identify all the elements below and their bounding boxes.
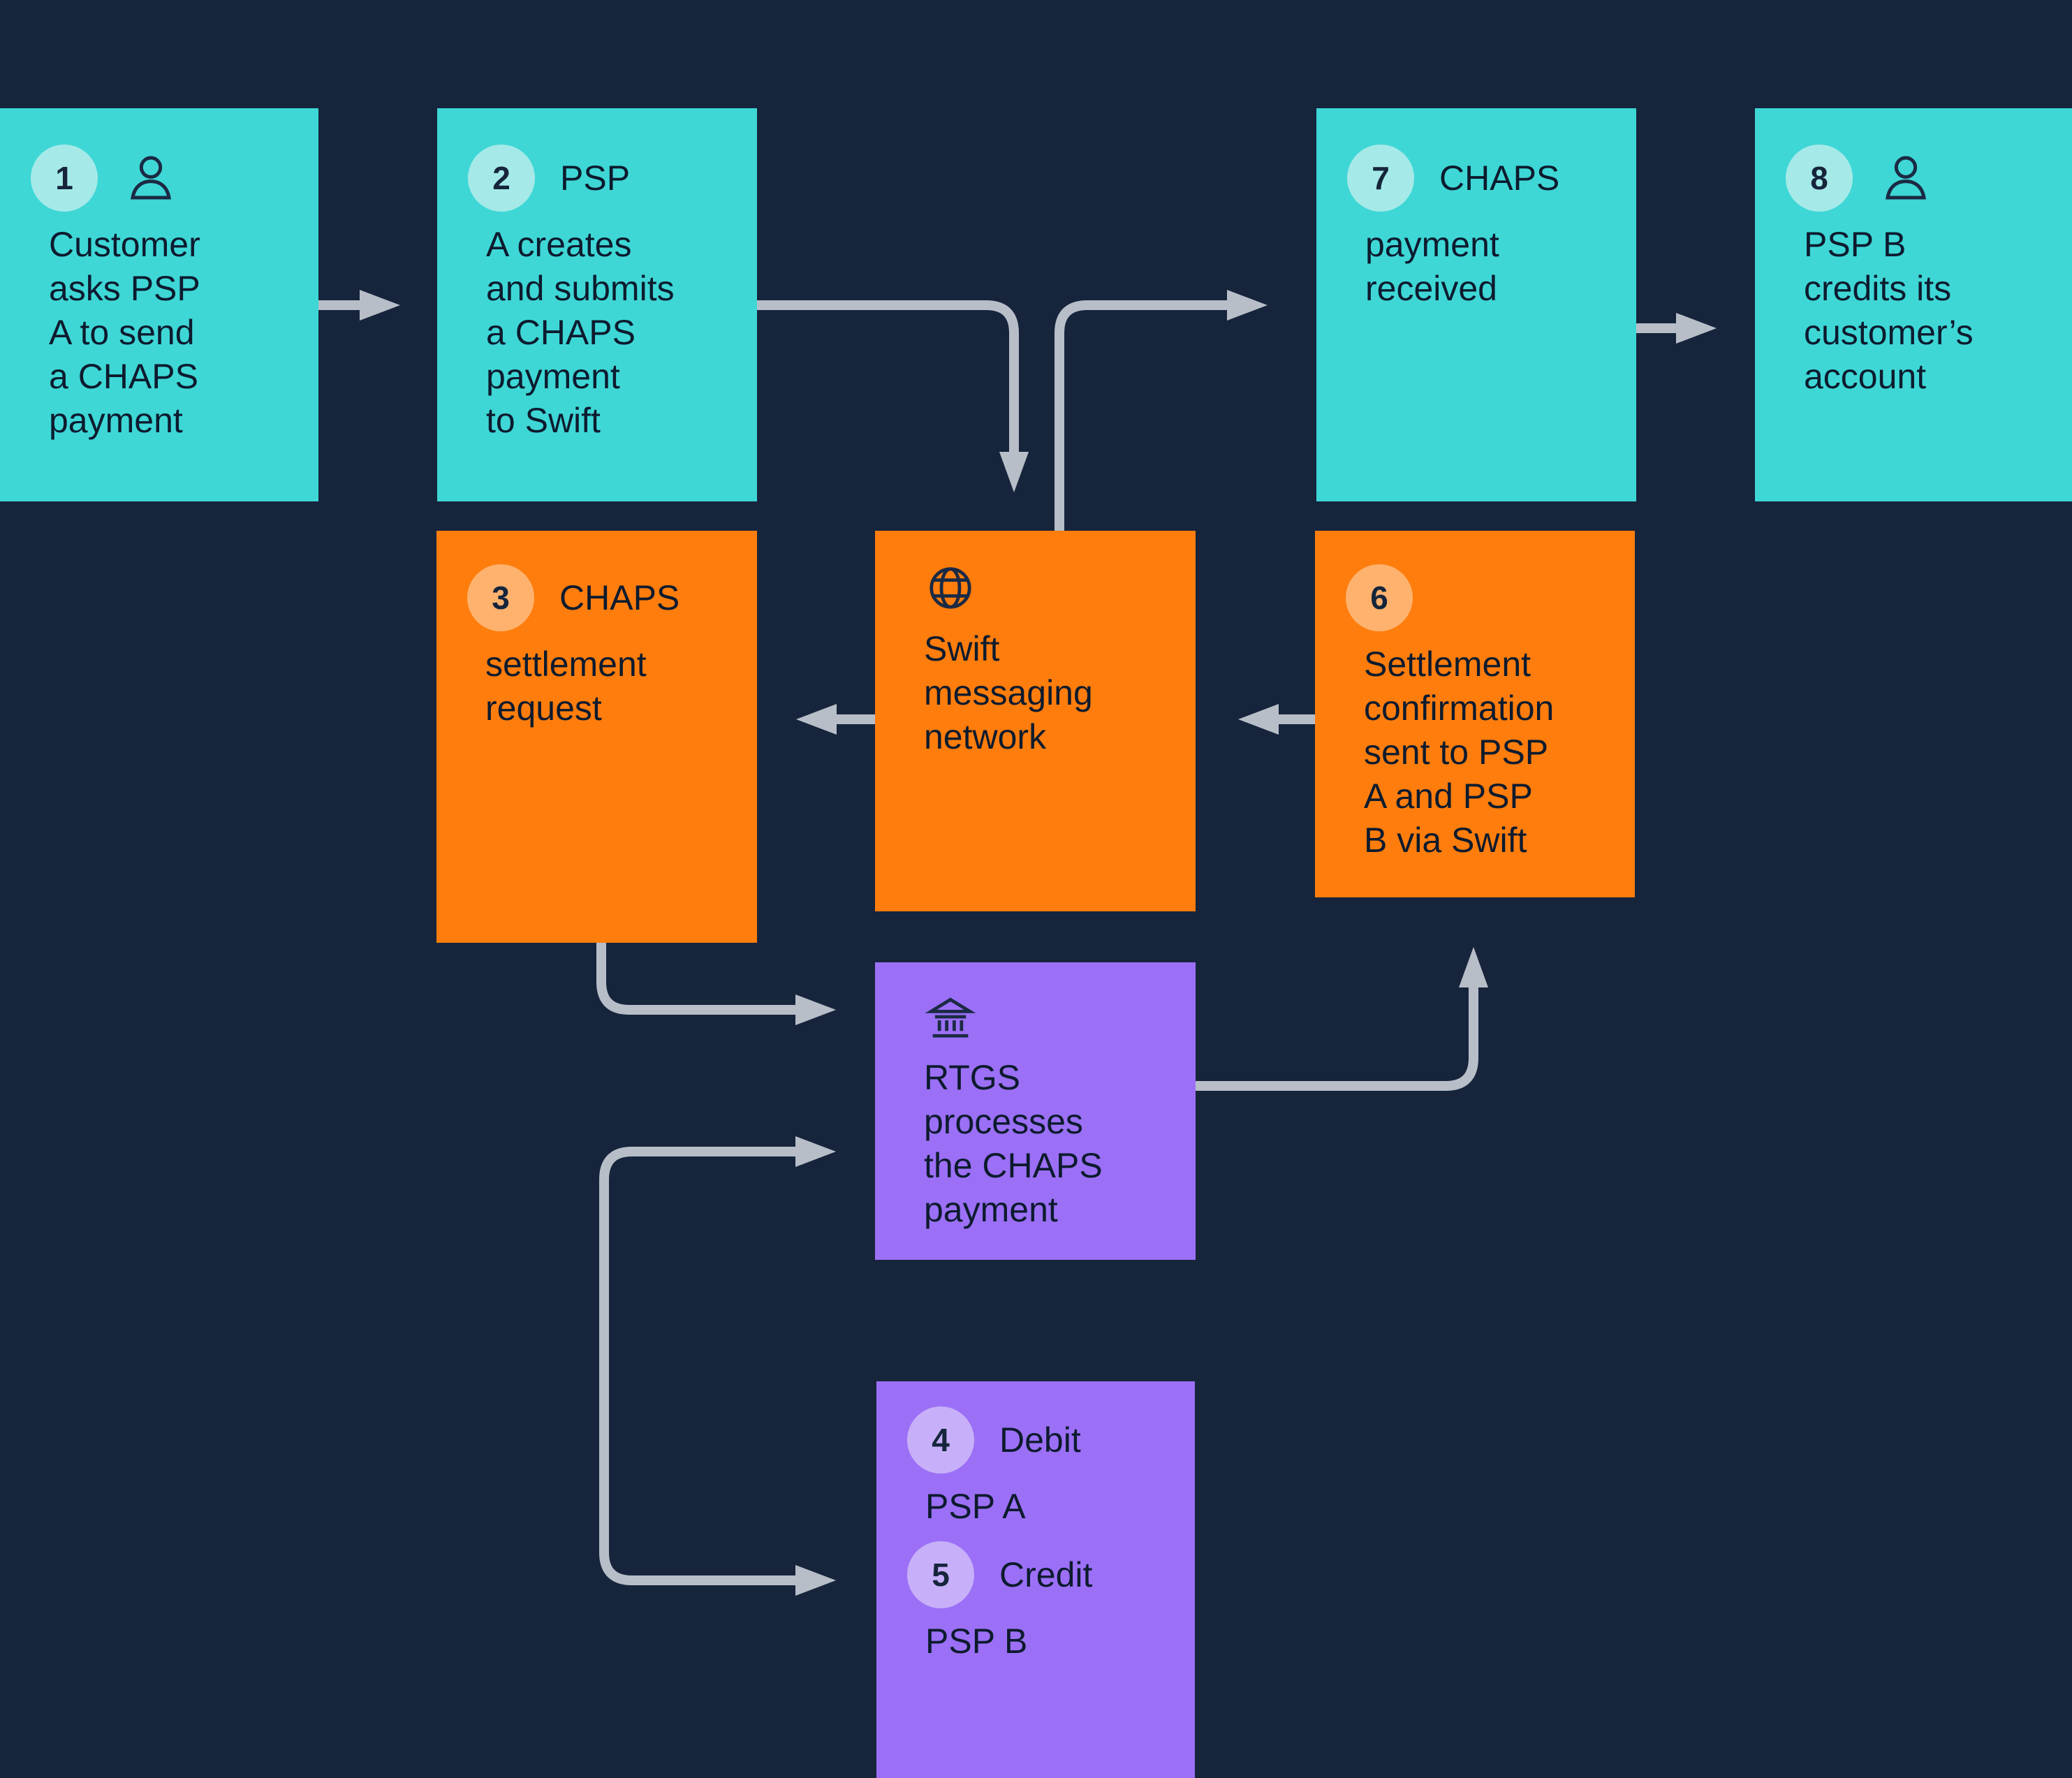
box-text-line: B via Swift: [1364, 821, 1527, 860]
box-text-line: Settlement: [1364, 645, 1531, 684]
box-text-line: a CHAPS: [486, 313, 635, 352]
step-4-debit-psp-a: 4 Debit PSP A: [907, 1406, 1171, 1529]
box-text-line: A to send: [49, 313, 195, 352]
box-text-line: credits its: [1804, 269, 1952, 308]
box-text-line: Customer: [49, 225, 200, 264]
step-number-badge: 8: [1786, 145, 1853, 212]
box-text-line: PSP A: [925, 1487, 1026, 1526]
arrow-7-to-8: [1636, 313, 1717, 344]
box-text-line: CHAPS: [1439, 158, 1560, 198]
box-text-line: CHAPS: [559, 578, 680, 617]
box-text-line: A creates: [486, 225, 632, 264]
arrow-spine-to-rtgs-and-debit-credit: [599, 1136, 836, 1596]
box-text-line: Credit: [999, 1555, 1093, 1594]
step-5-credit-psp-b: 5 Credit PSP B: [907, 1541, 1171, 1663]
box-text-line: messaging: [924, 673, 1093, 712]
step-3-chaps-settlement-request: 3 CHAPS settlement request: [436, 531, 757, 943]
box-text-line: and submits: [486, 269, 675, 308]
box-text-line: network: [924, 717, 1047, 756]
step-number-badge: 1: [31, 145, 98, 212]
bank-icon: [924, 990, 977, 1043]
step-6-settlement-confirmation: 6 Settlement confirmation sent to PSP A …: [1315, 531, 1635, 897]
box-text-line: received: [1365, 269, 1497, 308]
step-number-badge: 2: [468, 145, 535, 212]
step-number-badge: 7: [1347, 145, 1414, 212]
step-7-chaps-payment-received: 7 CHAPS payment received: [1316, 108, 1636, 501]
box-text-line: the CHAPS: [924, 1146, 1103, 1185]
step-2-psp-a-submits: 2 PSP A creates and submits a CHAPS paym…: [437, 108, 757, 501]
box-text-line: Swift: [924, 629, 1000, 668]
arrow-1-to-2: [318, 290, 400, 321]
arrow-3-to-rtgs: [596, 943, 836, 1025]
arrow-rtgs-to-6: [1196, 947, 1488, 1091]
box-text-line: asks PSP: [49, 269, 200, 308]
box-text-line: a CHAPS: [49, 357, 198, 396]
arrow-2-to-swift: [757, 300, 1029, 492]
arrow-swift-to-7: [1055, 290, 1268, 532]
step-number-badge: 6: [1346, 564, 1413, 631]
box-text-line: account: [1804, 357, 1927, 396]
box-text-line: payment: [1365, 225, 1499, 264]
rtgs-processes-payment: RTGS processes the CHAPS payment: [875, 962, 1196, 1260]
box-text-line: customer’s: [1804, 313, 1974, 352]
box-text-line: request: [485, 689, 602, 728]
arrow-6-to-swift: [1238, 704, 1315, 735]
step-number-badge: 4: [907, 1406, 974, 1474]
box-text-line: payment: [49, 401, 183, 440]
box-text-line: payment: [486, 357, 620, 396]
steps-4-5-debit-credit: 4 Debit PSP A 5 Credit PSP B: [876, 1381, 1195, 1778]
box-text-line: PSP B: [1804, 225, 1906, 264]
arrow-swift-to-3: [796, 704, 875, 735]
box-text-line: sent to PSP: [1364, 733, 1549, 772]
box-text-line: payment: [924, 1190, 1058, 1229]
box-text-line: A and PSP: [1364, 777, 1533, 816]
box-text-line: PSP: [560, 158, 631, 198]
step-1-customer-request: 1 Customer asks PSP A to send a CHAPS pa…: [0, 108, 318, 501]
box-text-line: settlement: [485, 645, 647, 684]
swift-messaging-network: Swift messaging network: [875, 531, 1196, 911]
box-text-line: to Swift: [486, 401, 601, 440]
person-icon: [123, 150, 179, 206]
box-text-line: confirmation: [1364, 689, 1555, 728]
box-text-line: processes: [924, 1102, 1083, 1141]
box-text-line: Debit: [999, 1420, 1081, 1460]
step-8-psp-b-credits: 8 PSP B credits its customer’s account: [1755, 108, 2072, 501]
step-number-badge: 3: [467, 564, 534, 631]
globe-icon: [924, 561, 977, 615]
box-text-line: RTGS: [924, 1058, 1020, 1097]
box-text-line: PSP B: [925, 1622, 1028, 1661]
person-icon: [1878, 150, 1934, 206]
step-number-badge: 5: [907, 1541, 974, 1608]
